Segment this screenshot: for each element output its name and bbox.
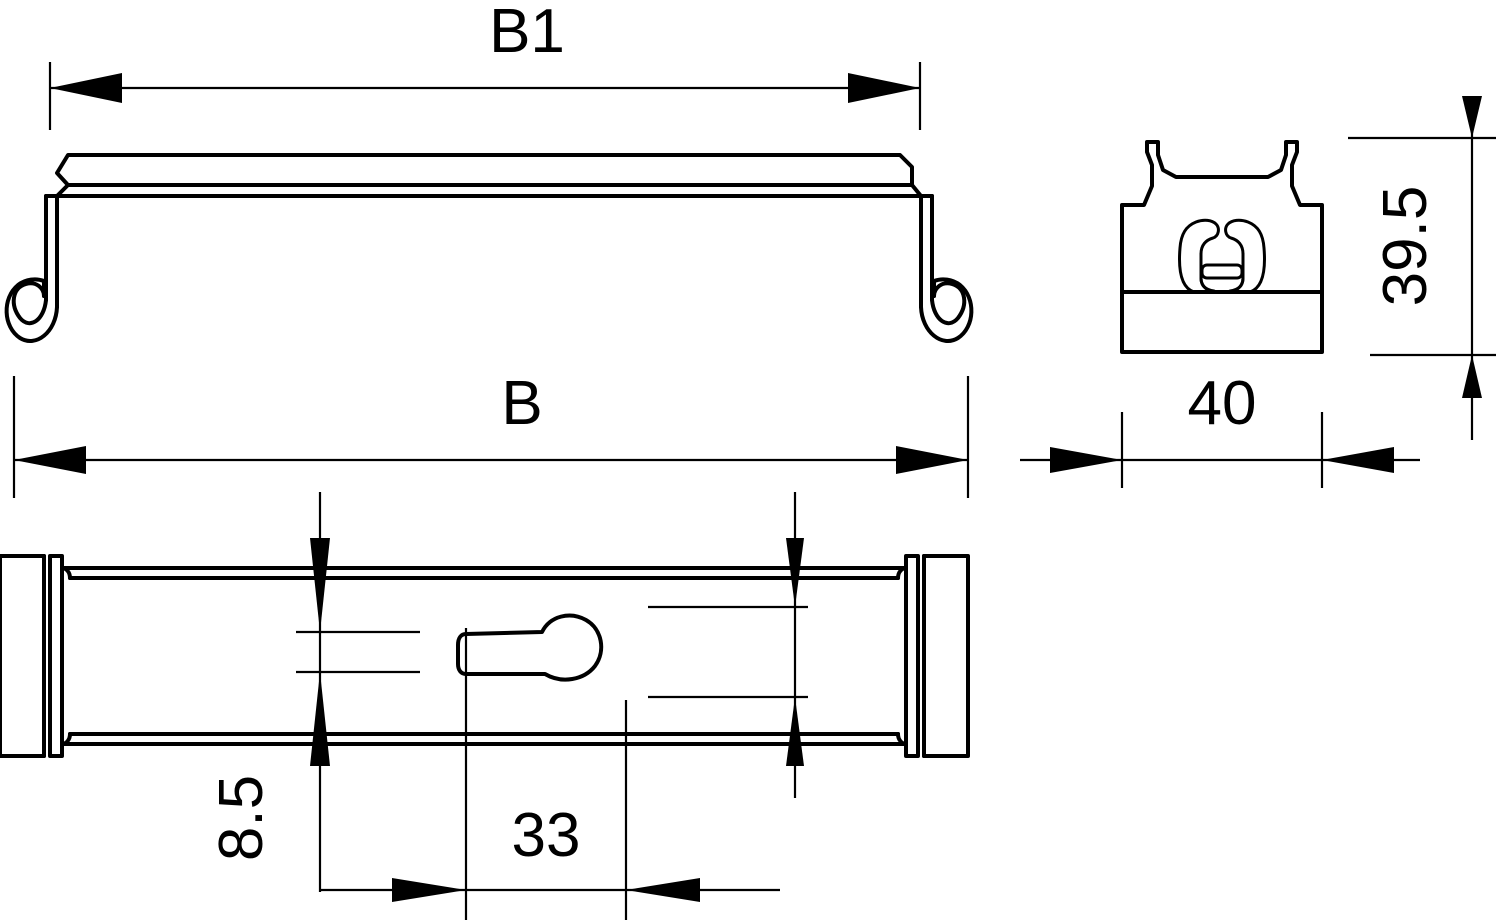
b1-label: B1 xyxy=(489,0,565,66)
slot-arrow-lower xyxy=(786,697,804,766)
left-hook-inner-curl xyxy=(4,277,59,343)
keyhole-slot xyxy=(456,613,604,682)
d395-arrow-top xyxy=(1462,96,1482,138)
dimension-8-5: 8.5 xyxy=(207,492,420,892)
slot-arrow-upper xyxy=(786,538,804,607)
right-hook-outer-curl xyxy=(930,281,967,326)
d85-arrow-upper xyxy=(310,538,330,632)
clip-slot xyxy=(1200,263,1244,280)
front-elevation-view xyxy=(4,153,974,343)
dimension-33: 33 xyxy=(320,628,780,920)
bracket-outer-profile xyxy=(1120,140,1324,354)
d33-arrow-right xyxy=(626,878,700,902)
b-arrow-left xyxy=(14,446,86,474)
d85-label: 8.5 xyxy=(207,775,276,861)
d85-arrow-lower xyxy=(310,672,330,766)
b-label: B xyxy=(501,369,542,438)
clip-inner-body xyxy=(1199,252,1245,294)
plan-top-rail-left-fillet xyxy=(60,566,72,580)
plan-right-slot-dimension xyxy=(648,492,808,798)
d40-label: 40 xyxy=(1188,369,1257,438)
right-hook-inner-curl xyxy=(919,277,974,343)
d33-arrow-left xyxy=(392,878,466,902)
d40-arrow-right xyxy=(1322,447,1394,473)
d395-arrow-bottom xyxy=(1462,355,1482,398)
plan-bottom-rail-right-fillet xyxy=(896,732,908,746)
dimension-40: 40 xyxy=(1020,369,1420,488)
dimension-b1: B1 xyxy=(48,0,922,130)
b-arrow-right xyxy=(896,446,968,474)
b1-arrow-right xyxy=(848,73,920,103)
plan-view xyxy=(0,554,970,758)
d40-arrow-left xyxy=(1050,447,1122,473)
left-hook-outer-curl xyxy=(11,281,48,326)
plan-top-rail-right-fillet xyxy=(896,566,908,580)
plan-bottom-rail-left-fillet xyxy=(60,732,72,746)
side-section-view xyxy=(1120,140,1324,354)
dimension-b: B xyxy=(12,369,970,498)
d395-label: 39.5 xyxy=(1371,186,1440,307)
b1-arrow-left xyxy=(50,73,122,103)
d33-label: 33 xyxy=(512,801,581,870)
right-end-cap-flange xyxy=(904,554,920,758)
left-end-cap-flange xyxy=(48,554,64,758)
dimension-39-5: 39.5 xyxy=(1348,96,1496,440)
